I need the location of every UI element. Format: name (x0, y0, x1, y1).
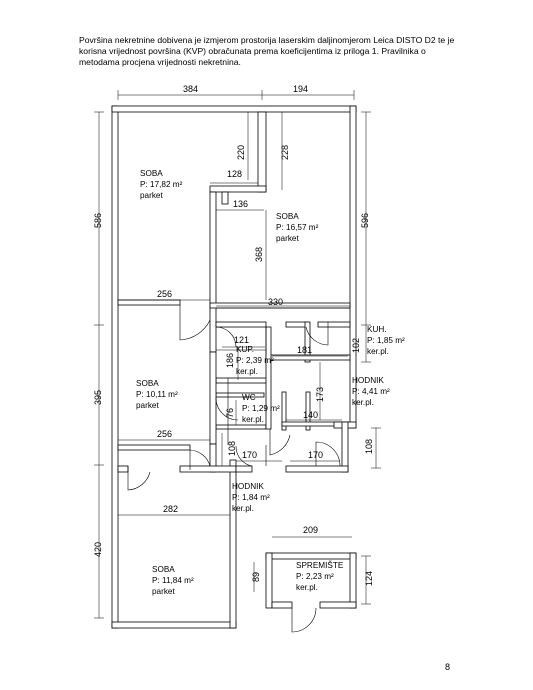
svg-text:ker.pl.: ker.pl. (236, 367, 258, 376)
svg-text:SOBA: SOBA (276, 212, 299, 221)
svg-text:ker.pl.: ker.pl. (296, 583, 318, 592)
svg-text:P: 17,82 m²: P: 17,82 m² (140, 180, 183, 189)
room-spremiste: SPREMIŠTE P: 2,23 m² ker.pl. (296, 560, 344, 592)
svg-text:HODNIK: HODNIK (352, 376, 384, 385)
svg-text:WC: WC (242, 393, 256, 402)
svg-text:ker.pl.: ker.pl. (352, 398, 374, 407)
room-labels: SOBA P: 17,82 m² parket SOBA P: 16,57 m²… (136, 169, 405, 596)
svg-text:parket: parket (276, 234, 299, 243)
room-soba-4: SOBA P: 11,84 m² parket (152, 565, 194, 596)
svg-text:SOBA: SOBA (136, 379, 159, 388)
svg-text:P: 11,84 m²: P: 11,84 m² (152, 576, 194, 585)
intro-paragraph: Površina nekretnine dobivena je izmjerom… (79, 35, 459, 68)
dim-209: 209 (303, 525, 318, 535)
dim-right-1: 596 (360, 213, 370, 228)
svg-text:parket: parket (136, 401, 159, 410)
svg-text:P: 1,29 m²: P: 1,29 m² (242, 404, 280, 413)
dim-121: 121 (234, 335, 249, 345)
svg-text:ker.pl.: ker.pl. (242, 415, 264, 424)
svg-text:P: 1,85 m²: P: 1,85 m² (367, 336, 405, 345)
dim-top-right: 194 (293, 84, 308, 94)
svg-text:parket: parket (140, 191, 163, 200)
svg-text:KUP.: KUP. (236, 345, 254, 354)
room-soba-1: SOBA P: 17,82 m² parket (140, 169, 183, 200)
room-soba-2: SOBA P: 16,57 m² parket (276, 212, 319, 243)
dim-76: 76 (225, 408, 235, 418)
dim-left-1: 586 (93, 213, 103, 228)
dim-186: 186 (225, 353, 235, 368)
svg-text:P: 16,57 m²: P: 16,57 m² (276, 223, 319, 232)
svg-text:P: 2,39 m²: P: 2,39 m² (236, 356, 274, 365)
room-kupaonica: KUP. P: 2,39 m² ker.pl. (236, 345, 274, 376)
dim-right-108: 108 (364, 439, 374, 454)
dim-228: 228 (280, 145, 290, 160)
dim-left-3: 420 (93, 542, 103, 557)
room-soba-3: SOBA P: 10,11 m² parket (136, 379, 178, 410)
dim-173: 173 (315, 387, 325, 402)
svg-text:KUH.: KUH. (367, 325, 387, 334)
intro-line-1: Površina nekretnine dobivena je izmjerom… (79, 35, 455, 45)
room-hodnik-1: HODNIK P: 4,41 m² ker.pl. (352, 376, 390, 407)
dim-89: 89 (251, 572, 261, 582)
dim-136: 136 (233, 199, 248, 209)
dim-top-left: 384 (183, 84, 198, 94)
svg-text:SPREMIŠTE: SPREMIŠTE (296, 560, 344, 570)
svg-text:ker.pl.: ker.pl. (367, 347, 389, 356)
doors (127, 305, 341, 633)
svg-text:SOBA: SOBA (152, 565, 175, 574)
svg-text:P: 2,23 m²: P: 2,23 m² (296, 572, 334, 581)
svg-text:HODNIK: HODNIK (232, 482, 264, 491)
room-wc: WC P: 1,29 m² ker.pl. (242, 393, 280, 424)
svg-text:parket: parket (152, 587, 175, 596)
dimension-labels: 384 194 586 395 420 596 102 108 220 228 … (93, 84, 374, 586)
page-number: 8 (445, 662, 451, 672)
dim-170-b: 170 (308, 450, 323, 460)
room-hodnik-2: HODNIK P: 1,84 m² ker.pl. (232, 482, 270, 513)
dim-128: 128 (227, 169, 242, 179)
dim-256-a: 256 (157, 289, 172, 299)
dim-282: 282 (163, 504, 178, 514)
dim-124: 124 (364, 571, 374, 586)
dimension-lines (94, 90, 381, 619)
dim-220: 220 (236, 145, 246, 160)
walls (111, 105, 357, 629)
dim-368: 368 (254, 247, 264, 262)
dim-256-b: 256 (157, 429, 172, 439)
svg-text:P: 4,41 m²: P: 4,41 m² (352, 387, 390, 396)
interior-lines (216, 305, 350, 466)
dim-170-a: 170 (242, 450, 257, 460)
svg-text:ker.pl.: ker.pl. (232, 504, 254, 513)
svg-text:SOBA: SOBA (140, 169, 163, 178)
intro-line-2: korisna vrijednost površina (KVP) obraču… (79, 46, 426, 56)
dim-181: 181 (297, 345, 312, 355)
svg-text:P: 10,11 m²: P: 10,11 m² (136, 390, 178, 399)
room-kuhinja: KUH. P: 1,85 m² ker.pl. (367, 325, 405, 356)
dim-140: 140 (303, 410, 318, 420)
dim-108: 108 (227, 441, 237, 456)
intro-line-3: metodama procjena vrijednosti nekretnina… (79, 57, 241, 67)
dim-right-102: 102 (351, 338, 361, 353)
svg-text:P: 1,84 m²: P: 1,84 m² (232, 493, 270, 502)
dim-left-2: 395 (93, 390, 103, 405)
dim-330: 330 (268, 297, 283, 307)
